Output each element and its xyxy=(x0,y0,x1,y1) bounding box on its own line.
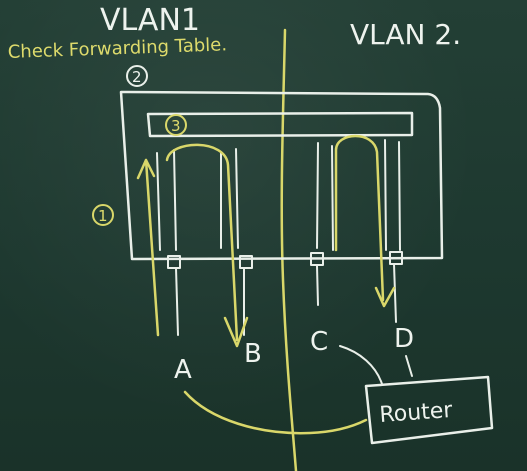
flow-arrow-down-b xyxy=(223,316,249,348)
port-d xyxy=(389,251,403,265)
cable-d xyxy=(393,263,397,323)
port-line-b-right xyxy=(235,148,239,249)
switch-frame xyxy=(119,90,444,261)
port-line-a-left xyxy=(156,152,161,251)
port-line-d-right xyxy=(398,141,401,251)
port-a xyxy=(167,255,181,269)
router-link-c xyxy=(339,345,383,385)
cable-c xyxy=(316,265,319,306)
vlan-divider-line xyxy=(280,28,298,471)
link-a-to-router xyxy=(183,390,368,435)
port-b xyxy=(239,255,253,269)
flow-path-a-to-b xyxy=(165,143,239,342)
flow-path-c-to-d xyxy=(334,134,385,302)
port-line-c-right xyxy=(331,145,334,251)
router-label: Router xyxy=(379,398,454,428)
forwarding-table-note: Check Forwarding Table. xyxy=(7,34,227,63)
step-3-marker xyxy=(165,114,187,136)
switch-backplane-bar xyxy=(146,111,414,138)
step-3-label: 3 xyxy=(171,117,181,135)
router-link-d xyxy=(405,355,413,377)
port-line-c-left xyxy=(316,142,319,249)
vlan1-heading: VLAN1 xyxy=(100,3,200,38)
vlan2-heading: VLAN 2. xyxy=(350,18,461,51)
host-b-label: B xyxy=(244,339,262,369)
host-d-label: D xyxy=(394,324,414,354)
step-1-label: 1 xyxy=(98,207,108,225)
step-2-marker xyxy=(126,65,148,87)
cable-a xyxy=(175,267,179,336)
flow-arrow-up-a xyxy=(136,158,160,337)
step-1-marker xyxy=(92,204,114,226)
port-line-a-right xyxy=(173,149,177,251)
host-a-label: A xyxy=(174,355,192,385)
port-line-d-left xyxy=(384,139,387,251)
host-c-label: C xyxy=(310,327,328,357)
router-box xyxy=(364,375,494,445)
flow-arrow-down-d xyxy=(374,286,396,308)
step-2-label: 2 xyxy=(132,68,142,86)
